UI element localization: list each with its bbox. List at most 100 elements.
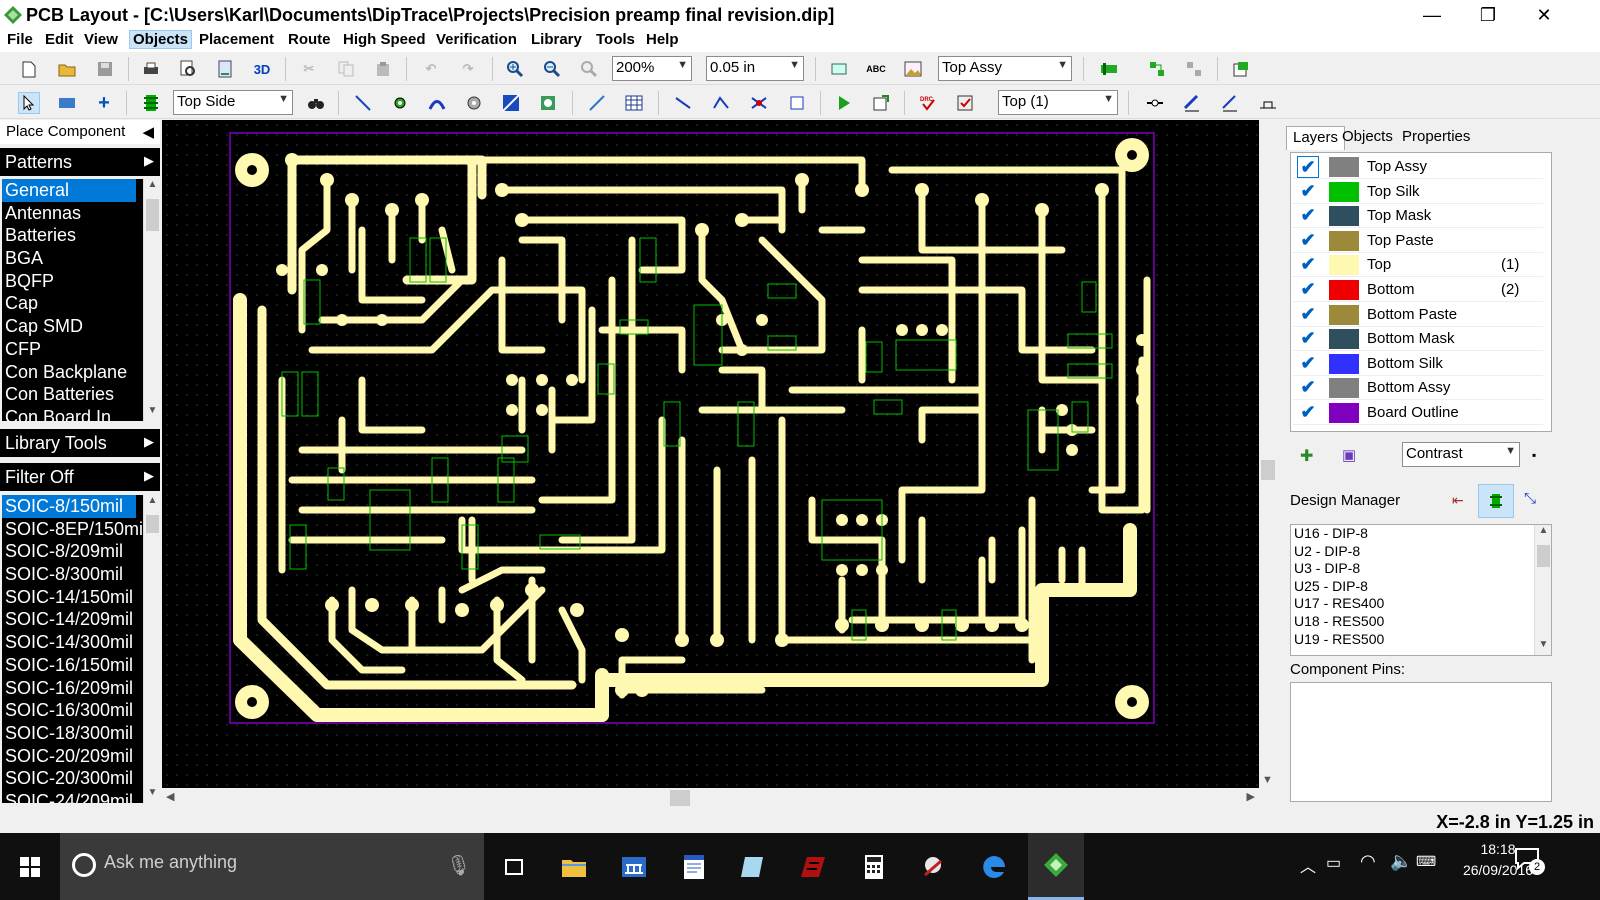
- maximize-button[interactable]: ❐: [1479, 4, 1497, 25]
- menu-view[interactable]: View: [84, 31, 118, 48]
- layer-color-swatch[interactable]: [1329, 304, 1359, 325]
- component-pins-list[interactable]: [1290, 682, 1552, 802]
- snipping-tool-icon[interactable]: [906, 833, 962, 900]
- zoom-in-icon[interactable]: [504, 58, 526, 80]
- component-item[interactable]: U18 - RES500: [1294, 612, 1385, 629]
- route-setup-icon[interactable]: [786, 92, 808, 114]
- save-icon[interactable]: [94, 58, 116, 80]
- layer-visible-checkbox[interactable]: ✔: [1297, 156, 1319, 178]
- start-button[interactable]: [2, 833, 58, 900]
- layer-row[interactable]: ✔ Top Assy: [1293, 155, 1543, 179]
- component-properties-icon[interactable]: [828, 58, 850, 80]
- show-hidden-icons-icon[interactable]: ︿: [1300, 859, 1317, 876]
- scroll-thumb[interactable]: [1261, 460, 1275, 480]
- zoom-fit-icon[interactable]: [578, 58, 600, 80]
- layer-color-swatch[interactable]: [1329, 353, 1359, 374]
- scroll-up-icon[interactable]: ▲: [147, 179, 158, 190]
- menu-high-speed[interactable]: High Speed: [343, 31, 426, 48]
- layer-visible-checkbox[interactable]: ✔: [1300, 352, 1316, 373]
- layer-row[interactable]: ✔ Top Paste: [1293, 229, 1543, 253]
- menu-route[interactable]: Route: [288, 31, 331, 48]
- layer-visible-checkbox[interactable]: ✔: [1300, 377, 1316, 398]
- scroll-thumb[interactable]: [670, 790, 690, 806]
- router-settings-icon[interactable]: [870, 92, 892, 114]
- paste-icon[interactable]: [372, 58, 394, 80]
- layer-select[interactable]: Top (1)▼: [998, 90, 1118, 115]
- search-box[interactable]: Ask me anything 🎙: [60, 833, 484, 900]
- collapse-left-icon[interactable]: ◀: [142, 124, 154, 141]
- layer-row[interactable]: ✔ Bottom Paste: [1293, 303, 1543, 327]
- pattern-item[interactable]: SOIC-8EP/150mil: [5, 518, 148, 539]
- document-app-icon[interactable]: [666, 833, 722, 900]
- export-icon[interactable]: [214, 58, 236, 80]
- pattern-item[interactable]: SOIC-20/300mil: [5, 768, 134, 789]
- layer-color-swatch[interactable]: [1329, 206, 1359, 227]
- side-select[interactable]: Top Side▼: [173, 90, 293, 115]
- print-preview-icon[interactable]: [177, 58, 199, 80]
- pointer-icon[interactable]: [18, 92, 40, 114]
- layer-color-swatch[interactable]: [1329, 255, 1359, 276]
- layer-color-swatch[interactable]: [1329, 230, 1359, 251]
- layer-stack-icon[interactable]: [1257, 92, 1279, 114]
- text-abc-icon[interactable]: ABC: [866, 64, 886, 74]
- pattern-scrollbar[interactable]: ▲ ▼: [143, 495, 160, 803]
- pdf-app-icon[interactable]: [786, 833, 842, 900]
- redo-icon[interactable]: ↷: [462, 61, 474, 76]
- copper-pour-icon[interactable]: [500, 92, 522, 114]
- scroll-thumb[interactable]: [1537, 545, 1550, 567]
- layer-color-swatch[interactable]: [1329, 329, 1359, 350]
- zoom-out-icon[interactable]: [541, 58, 563, 80]
- diptrace-taskbar-icon[interactable]: [1028, 833, 1084, 900]
- library-item[interactable]: Cap: [5, 293, 39, 314]
- calculator-icon[interactable]: [846, 833, 902, 900]
- library-item[interactable]: CFP: [5, 338, 41, 359]
- pattern-item[interactable]: SOIC-18/300mil: [5, 722, 134, 743]
- scroll-up-icon[interactable]: ▲: [1538, 525, 1549, 536]
- pattern-item[interactable]: SOIC-16/150mil: [5, 654, 134, 675]
- layer-row[interactable]: ✔ Bottom Mask: [1293, 327, 1543, 352]
- component-item[interactable]: U3 - DIP-8: [1294, 560, 1361, 577]
- add-layer-icon[interactable]: ✚: [1300, 448, 1314, 465]
- battery-icon[interactable]: ▭: [1326, 855, 1342, 872]
- scroll-down-icon[interactable]: ▼: [147, 787, 158, 798]
- ratsnest-icon[interactable]: [672, 92, 694, 114]
- component-item[interactable]: U19 - RES500: [1294, 630, 1385, 647]
- menu-tools[interactable]: Tools: [596, 31, 635, 48]
- new-file-icon[interactable]: [18, 58, 40, 80]
- undo-icon[interactable]: ↶: [425, 61, 437, 76]
- layer-color-swatch[interactable]: [1329, 403, 1359, 423]
- pattern-item[interactable]: SOIC-16/209mil: [5, 677, 134, 698]
- cut-icon[interactable]: ✂: [303, 61, 315, 76]
- layer-color-swatch[interactable]: [1329, 181, 1359, 202]
- layer-visible-checkbox[interactable]: ✔: [1300, 205, 1316, 226]
- contrast-select[interactable]: Contrast▼: [1402, 442, 1520, 467]
- copy-icon[interactable]: [335, 58, 357, 80]
- library-item[interactable]: Con Batteries: [5, 384, 115, 405]
- layer-visible-checkbox[interactable]: ✔: [1300, 328, 1316, 349]
- layer-row[interactable]: ✔ Top (1): [1293, 253, 1543, 278]
- pattern-item[interactable]: SOIC-14/300mil: [5, 632, 134, 653]
- menu-edit[interactable]: Edit: [45, 31, 74, 48]
- microphone-icon[interactable]: 🎙: [446, 855, 472, 877]
- library-item[interactable]: Antennas: [5, 202, 82, 223]
- drc-icon[interactable]: DRC: [917, 92, 939, 114]
- dm-components-icon[interactable]: [1478, 484, 1514, 518]
- layer-visible-checkbox[interactable]: ✔: [1300, 180, 1316, 201]
- pattern-item[interactable]: SOIC-8/150mil: [2, 495, 136, 518]
- layer-options-icon[interactable]: ▪: [1532, 448, 1537, 462]
- library-manager-icon[interactable]: [1230, 58, 1252, 80]
- pattern-item[interactable]: SOIC-8/209mil: [5, 541, 124, 562]
- layer-row[interactable]: ✔ Bottom Silk: [1293, 352, 1543, 376]
- tab-objects[interactable]: Objects: [1342, 128, 1393, 145]
- dm-filter-icon[interactable]: ⇤: [1452, 492, 1464, 508]
- pattern-item[interactable]: SOIC-14/150mil: [5, 586, 134, 607]
- menu-placement[interactable]: Placement: [199, 31, 275, 48]
- scroll-left-icon[interactable]: ◀: [166, 791, 175, 803]
- library-item[interactable]: Cap SMD: [5, 316, 84, 337]
- menu-help[interactable]: Help: [646, 31, 679, 48]
- place-component-header[interactable]: Place Component ◀: [0, 120, 160, 144]
- autoroute-icon[interactable]: [710, 92, 732, 114]
- pattern-item[interactable]: SOIC-14/209mil: [5, 609, 134, 630]
- notes-app-icon[interactable]: [726, 833, 782, 900]
- pattern-item[interactable]: SOIC-24/209mil: [5, 790, 134, 803]
